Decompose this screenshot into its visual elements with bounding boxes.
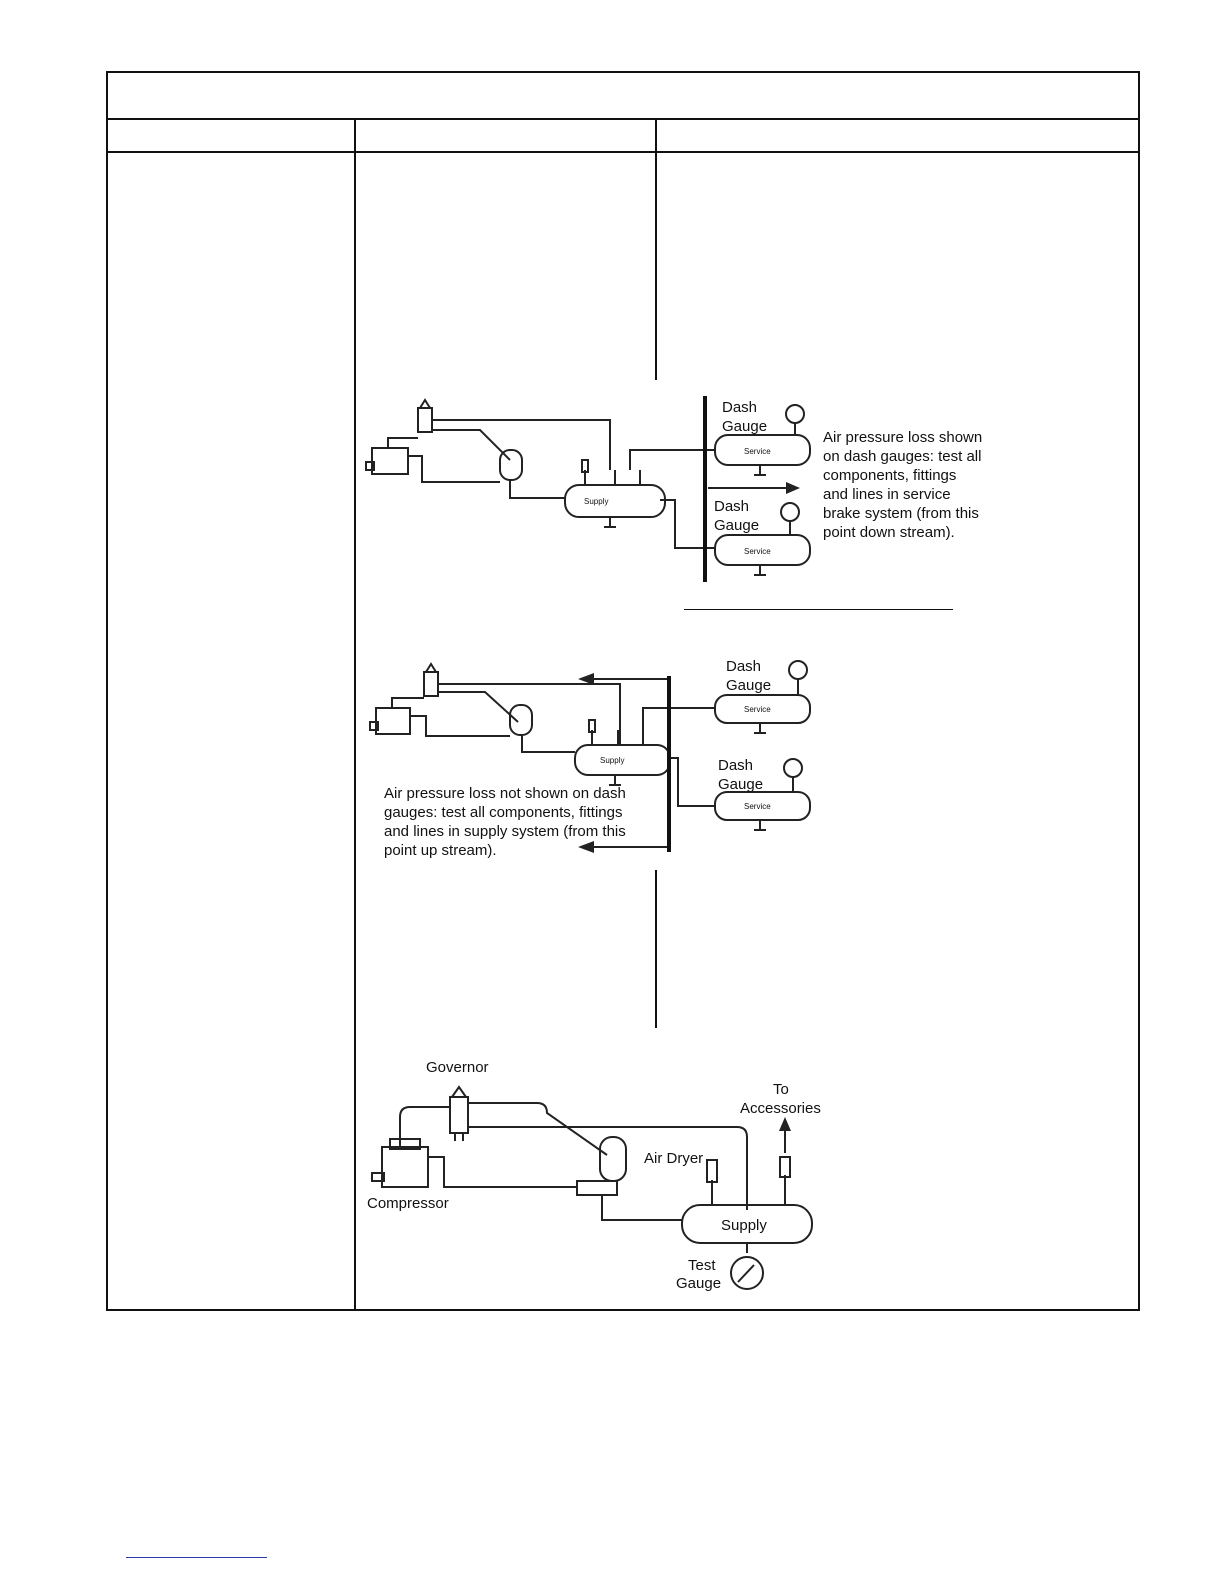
tank-supply-label: Supply	[584, 497, 608, 506]
diagram-service-leak: Supply Service Service Dash Gauge Dash G…	[365, 396, 982, 582]
dash-gauge-1-line1: Dash	[722, 399, 757, 416]
table-col-divider-2-mid	[655, 870, 657, 1028]
note-line-3: and lines in supply system (from this	[384, 823, 626, 840]
tank-service-2-label: Service	[744, 547, 771, 556]
note-line-5: brake system (from this	[823, 505, 979, 522]
tank-supply-label: Supply	[600, 756, 624, 765]
to-accessories-line1: To	[773, 1081, 789, 1098]
table-row-divider-2	[106, 151, 1140, 153]
separator-rule	[684, 609, 953, 610]
note-line-2: on dash gauges: test all	[823, 448, 981, 465]
note-line-4: and lines in service	[823, 486, 951, 503]
note-line-3: components, fittings	[823, 467, 956, 484]
test-gauge-line1: Test	[688, 1257, 716, 1274]
table-col-divider-2-top	[655, 118, 657, 380]
table-col-divider-1	[354, 118, 356, 1311]
table-border-left	[106, 71, 108, 1311]
dash-gauge-1-line2: Gauge	[722, 418, 767, 435]
table-border-bottom	[106, 1309, 1140, 1311]
tank-supply-label: Supply	[721, 1217, 767, 1234]
note-line-4: point up stream).	[384, 842, 497, 859]
diagram-supply-leak: Supply Service Service Dash Gauge Dash G…	[369, 658, 811, 859]
footer-link-underline[interactable]	[126, 1557, 267, 1558]
table-border-right	[1138, 71, 1140, 1311]
tank-service-2-label: Service	[744, 802, 771, 811]
compressor-label: Compressor	[367, 1195, 449, 1212]
dash-gauge-2-line1: Dash	[714, 498, 749, 515]
dash-gauge-1-line2: Gauge	[726, 677, 771, 694]
dash-gauge-2-line2: Gauge	[714, 517, 759, 534]
note-line-1: Air pressure loss shown	[823, 429, 982, 446]
diagram-compressor-test: Governor To Accessories Air Dryer Compre…	[367, 1059, 821, 1292]
table-border-top	[106, 71, 1140, 73]
tank-service-1-label: Service	[744, 705, 771, 714]
to-accessories-line2: Accessories	[740, 1100, 821, 1117]
note-line-1: Air pressure loss not shown on dash	[384, 785, 626, 802]
dash-gauge-1-line1: Dash	[726, 658, 761, 675]
dash-gauge-2-line2: Gauge	[718, 776, 763, 793]
air-dryer-label: Air Dryer	[644, 1150, 703, 1167]
governor-label: Governor	[426, 1059, 489, 1076]
table-row-divider-1	[106, 118, 1140, 120]
note-line-6: point down stream).	[823, 524, 955, 541]
note-line-2: gauges: test all components, fittings	[384, 804, 622, 821]
dash-gauge-2-line1: Dash	[718, 757, 753, 774]
tank-service-1-label: Service	[744, 447, 771, 456]
test-gauge-line2: Gauge	[676, 1275, 721, 1292]
